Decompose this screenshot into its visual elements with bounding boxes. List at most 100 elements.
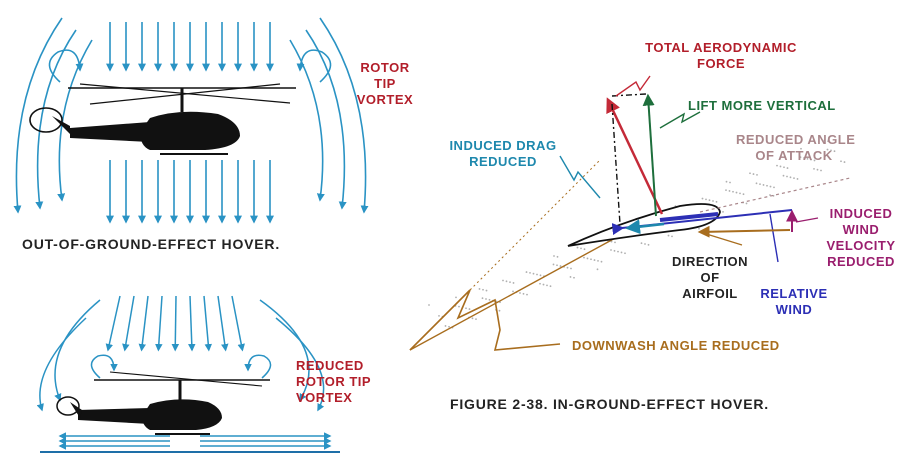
downwash-dot	[526, 293, 528, 296]
vortex-arrow	[90, 354, 118, 379]
relative-wind-line-1: RELATIVE	[760, 286, 828, 301]
downwash-dot	[539, 274, 542, 277]
downwash-dot	[783, 166, 785, 169]
downwash-dot	[667, 234, 670, 237]
downwash-dot	[752, 173, 755, 175]
downwash-dot	[708, 199, 711, 202]
downwash-dot	[566, 266, 569, 269]
reduced-vortex-line-3: VORTEX	[296, 390, 353, 405]
downwash-dot	[498, 309, 501, 312]
downwash-dot	[799, 156, 802, 159]
downwash-dot	[728, 190, 731, 192]
downwash-dot	[843, 161, 846, 163]
relative-wind-label: RELATIVE WIND	[754, 286, 834, 318]
downwash-dot	[840, 160, 842, 163]
downwash-dot	[448, 325, 450, 328]
downwash-dot	[813, 159, 816, 162]
downwash-dot	[803, 157, 805, 159]
downwash-dot	[600, 260, 603, 263]
downwash-dot	[722, 210, 724, 213]
downwash-dot	[509, 281, 511, 284]
downwash-dot	[762, 184, 765, 186]
downwash-dot	[525, 271, 528, 273]
downwash-dot	[502, 279, 504, 282]
flow-arrow	[36, 317, 87, 412]
rotor-tip-vortex-line-1: ROTOR	[360, 60, 410, 75]
airfoil-diagram	[409, 75, 851, 351]
rotor-tip-vortex-line-3: VORTEX	[356, 92, 414, 107]
downwash-dot	[468, 308, 471, 310]
flow-arrow	[171, 295, 180, 352]
downwash-dot	[613, 249, 616, 252]
downwash-dot	[539, 282, 541, 285]
downwash-dot	[786, 167, 789, 169]
downwash-dot	[428, 304, 430, 306]
downwash-dot	[729, 181, 731, 184]
downwash-dot	[735, 191, 738, 194]
downwash-dot	[576, 246, 579, 249]
downwash-dot	[712, 200, 714, 202]
downwash-dot	[786, 175, 788, 178]
flow-arrow	[319, 17, 369, 214]
vortex-arrow	[48, 49, 84, 83]
downwash-dot	[647, 243, 650, 246]
figure-caption: FIGURE 2-38. IN-GROUND-EFFECT HOVER.	[450, 396, 769, 412]
downwash-dot	[488, 298, 491, 301]
flow-arrow	[203, 295, 213, 352]
downwash-dot	[542, 283, 545, 286]
lift-more-vertical-label: LIFT MORE VERTICAL	[688, 98, 836, 113]
flow-arrow	[13, 17, 63, 214]
downwash-dot	[478, 288, 481, 290]
induced-wind-line-1: INDUCED	[829, 206, 893, 221]
downwash-dot	[810, 158, 812, 161]
total-aerodynamic-force-label: TOTAL AERODYNAMIC FORCE	[626, 40, 816, 72]
downwash-dot	[455, 296, 457, 299]
downwash-dot	[755, 182, 758, 185]
downwash-dot	[705, 198, 707, 201]
downwash-dot	[481, 297, 484, 300]
flow-arrow	[105, 295, 121, 352]
downwash-dot	[512, 282, 515, 284]
flow-arrow	[122, 295, 135, 352]
downwash-dot	[536, 273, 538, 276]
direction-line-2: OF	[700, 270, 720, 285]
downwash-dot	[444, 325, 447, 327]
flow-arrow	[259, 299, 310, 402]
downwash-dot	[573, 276, 575, 279]
flow-arrow	[305, 29, 347, 210]
downwash-dot	[725, 180, 728, 183]
downwash-dot	[766, 184, 768, 187]
downwash-dot	[614, 241, 616, 244]
out-of-ground-flow-arrows	[13, 17, 369, 224]
downwash-dot	[759, 183, 761, 186]
vortex-arrow	[244, 354, 272, 379]
downwash-dot	[773, 186, 775, 189]
reduced-vortex-line-2: ROTOR TIP	[296, 374, 372, 389]
downwash-dot	[782, 174, 785, 177]
downwash-dot	[745, 202, 748, 205]
downwash-dot	[800, 147, 802, 150]
downwash-dot	[519, 292, 521, 294]
downwash-dot	[732, 190, 734, 193]
downwash-dot	[715, 200, 718, 203]
downwash-dot	[827, 140, 829, 143]
downwash-dot	[438, 314, 440, 317]
downwash-angle-reduced-label: DOWNWASH ANGLE REDUCED	[572, 338, 780, 353]
reduced-aoa-line-1: REDUCED ANGLE	[736, 132, 856, 147]
direction-line-3: AIRFOIL	[682, 286, 738, 301]
downwash-dot	[580, 247, 582, 250]
total-force-line-1: TOTAL AERODYNAMIC	[645, 40, 797, 55]
downwash-dot	[586, 257, 589, 260]
downwash-dot	[610, 249, 612, 251]
downwash-dot	[793, 177, 795, 180]
downwash-dot	[596, 268, 599, 271]
downwash-dot	[698, 227, 700, 230]
downwash-dot	[816, 168, 819, 171]
induced-drag-line-1: INDUCED DRAG	[449, 138, 557, 153]
downwash-dot	[458, 305, 460, 308]
downwash-dot	[806, 157, 809, 160]
direction-line-1: DIRECTION	[672, 254, 748, 269]
flow-arrow	[35, 29, 77, 210]
downwash-dot	[779, 165, 782, 168]
